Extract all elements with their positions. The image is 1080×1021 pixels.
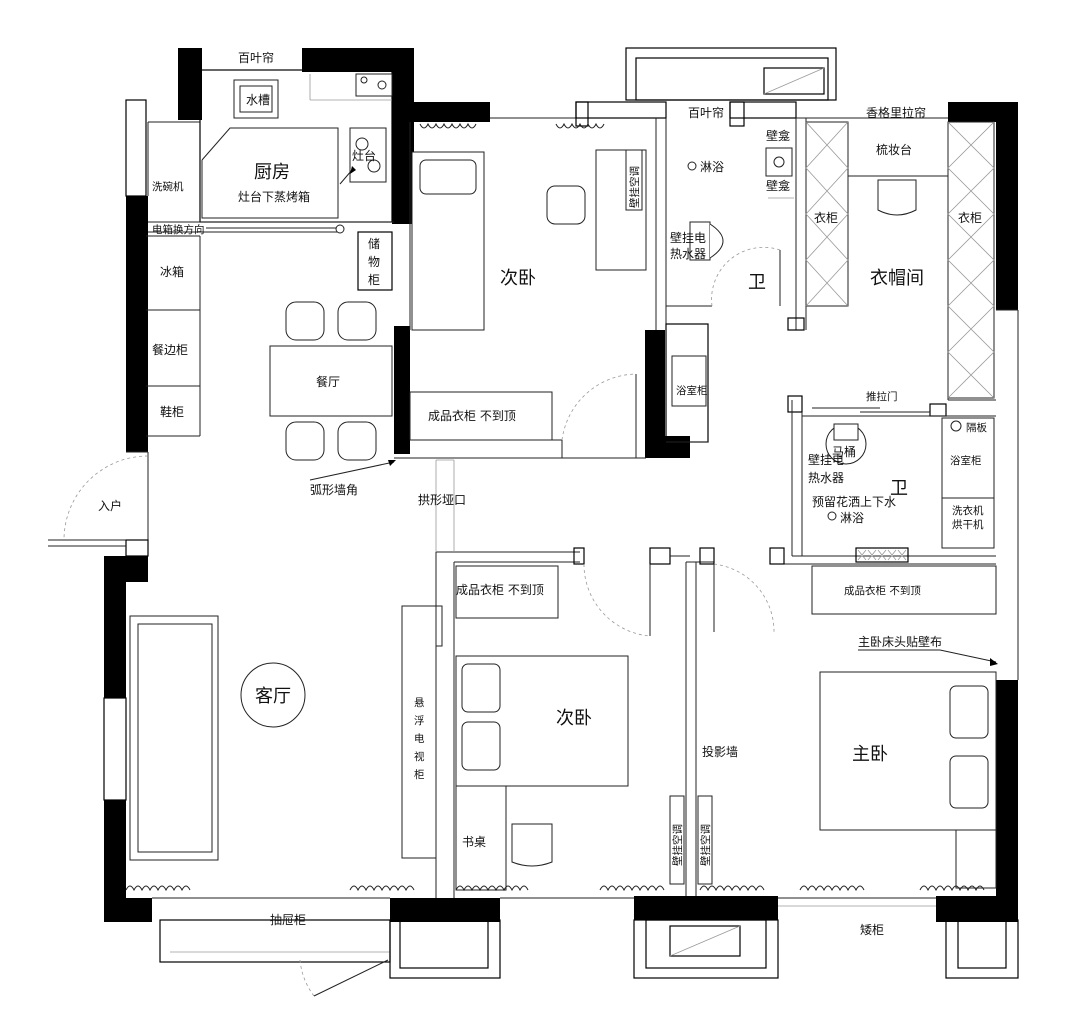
room-second-bedroom-top: 次卧 [500, 268, 536, 289]
label-arch-opening: 拱形垭口 [418, 493, 466, 507]
label-vanity-right: 浴室柜 [950, 454, 982, 467]
label-wall-ac-top: 壁挂空调 [628, 166, 641, 208]
label-wall-heater-top-2: 热水器 [670, 247, 706, 261]
room-kitchen: 厨房 [254, 162, 290, 183]
label-floating-tv-3: 电 [414, 732, 425, 745]
label-wardrobe-second-bottom: 成品衣柜 不到顶 [456, 582, 544, 597]
label-wardrobe-left: 衣柜 [814, 210, 838, 225]
annotation-lines [309, 166, 998, 666]
wardrobe-second-bottom-unit [455, 565, 559, 619]
label-drawer-cabinet: 抽屉柜 [270, 913, 306, 927]
label-fridge: 冰箱 [160, 264, 184, 279]
label-stove: 灶台 [352, 148, 376, 163]
labels: 百叶帘 水槽 厨房 灶台 洗碗机 灶台下蒸烤箱 电箱换方向 储 物 柜 冰箱 餐… [98, 50, 987, 937]
label-projection-wall: 投影墙 [702, 744, 738, 759]
label-wall-heater-right-1: 壁挂电 [808, 452, 844, 467]
label-wardrobe-master: 成品衣柜 不到顶 [844, 584, 921, 597]
room-bath-top: 卫 [748, 272, 766, 293]
label-niche-1: 壁龛 [766, 128, 790, 143]
label-floating-tv-1: 悬 [414, 697, 425, 709]
label-wardrobe-right: 衣柜 [958, 210, 982, 225]
label-desk: 书桌 [462, 835, 486, 849]
label-electric-box: 电箱换方向 [152, 223, 205, 236]
label-dressing-table: 梳妆台 [876, 142, 912, 157]
label-vanity-top: 浴室柜 [676, 384, 708, 397]
tv-cabinet [401, 605, 437, 859]
room-living: 客厅 [255, 686, 291, 707]
dining-table [269, 345, 393, 417]
wardrobe-left-unit [805, 121, 849, 307]
room-entrance: 入户 [98, 498, 122, 513]
label-partition: 隔板 [966, 421, 987, 434]
label-wall-ac-1: 壁挂空调 [671, 824, 684, 866]
stove-fixture [349, 127, 387, 183]
label-floating-tv-5: 柜 [414, 768, 425, 781]
label-shower-top: 淋浴 [700, 160, 724, 174]
living-circle [240, 662, 306, 728]
label-wallpaper: 主卧床头贴壁布 [858, 634, 942, 649]
label-shangrila-curtain: 香格里拉帘 [866, 105, 926, 120]
doors [48, 246, 781, 997]
room-master-bedroom: 主卧 [852, 744, 888, 765]
label-wardrobe-second-top: 成品衣柜 不到顶 [428, 408, 516, 423]
label-wall-heater-top-1: 壁挂电 [670, 230, 706, 245]
label-wall-ac-2: 壁挂空调 [699, 824, 712, 866]
label-blinds-kitchen: 百叶帘 [238, 50, 274, 65]
label-washer-dryer-2: 烘干机 [952, 518, 984, 531]
label-blinds-bath: 百叶帘 [688, 105, 724, 120]
room-second-bedroom-bottom: 次卧 [556, 708, 592, 729]
room-dining: 餐厅 [316, 374, 340, 389]
label-storage-cabinet-3: 柜 [368, 273, 380, 287]
label-storage-cabinet-1: 储 [368, 236, 380, 251]
label-dishwasher: 洗碗机 [152, 180, 184, 193]
label-niche-2: 壁龛 [766, 178, 790, 193]
label-low-cabinet: 矮柜 [860, 923, 884, 937]
room-bath-right: 卫 [890, 478, 908, 499]
wardrobe-master-unit [811, 565, 997, 615]
label-washer-dryer-1: 洗衣机 [952, 504, 984, 517]
label-floating-tv-4: 视 [414, 750, 425, 763]
label-shower-reserve: 预留花洒上下水 [812, 494, 896, 509]
wardrobe-top [409, 391, 553, 441]
furniture [125, 73, 997, 892]
label-floating-tv-2: 浮 [414, 715, 425, 727]
label-arc-corner: 弧形墙角 [310, 483, 358, 497]
label-shower-right: 淋浴 [840, 511, 864, 525]
label-shoe-cabinet: 鞋柜 [160, 404, 184, 419]
label-steam-oven: 灶台下蒸烤箱 [238, 189, 310, 204]
label-wall-heater-right-2: 热水器 [808, 471, 844, 485]
walls [104, 48, 1018, 922]
wardrobe-right-unit [947, 121, 995, 399]
room-cloakroom: 衣帽间 [870, 268, 924, 289]
label-storage-cabinet-2: 物 [368, 255, 380, 269]
label-sliding-door: 推拉门 [866, 390, 898, 403]
label-sink: 水槽 [246, 93, 270, 107]
label-toilet: 马桶 [832, 444, 856, 459]
label-sideboard: 餐边柜 [152, 342, 188, 357]
